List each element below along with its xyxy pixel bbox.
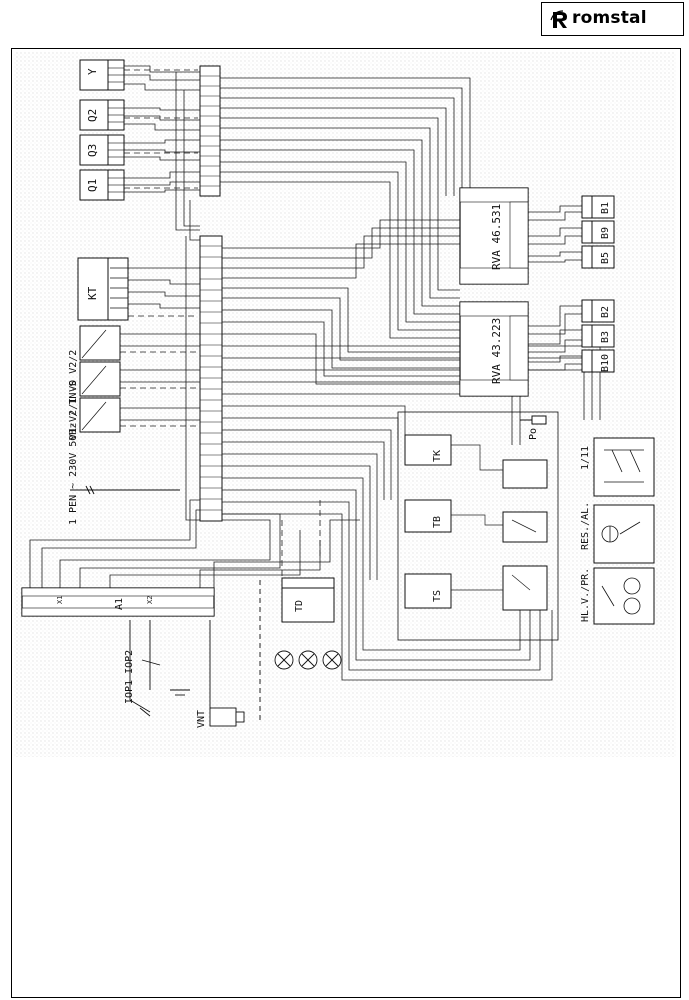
label-rva43223: RVA 43.223: [490, 318, 503, 384]
label-tk: TK: [432, 450, 443, 462]
romstal-logo-icon: [550, 10, 567, 28]
label-x2: X2: [146, 596, 154, 604]
terminal-strip-upper: [199, 65, 221, 197]
drawing-frame: [11, 48, 681, 998]
label-switch-res-al: RES./AL.: [580, 502, 591, 550]
label-a1: A1: [114, 598, 125, 610]
label-rva46531: RVA 46.531: [490, 204, 503, 270]
label-x1: X1: [56, 596, 64, 604]
rva-43223-controller: RVA 43.223: [459, 301, 529, 397]
label-ts: TS: [432, 590, 443, 602]
label-tb: TB: [432, 516, 443, 528]
label-b9: B9: [600, 227, 611, 239]
a1-main-board: [21, 587, 215, 617]
thermostat-panel: [397, 411, 559, 641]
label-b10: B10: [600, 354, 611, 372]
brand-logo: romstal: [541, 2, 684, 36]
label-kt: KT: [86, 286, 99, 300]
indicator-lamps: [274, 650, 342, 670]
label-switch-1-11: 1/11: [580, 446, 591, 470]
label-q1: Q1: [86, 179, 99, 192]
label-vnt: VNT: [196, 710, 207, 728]
brand-name: romstal: [572, 8, 647, 28]
label-q3: Q3: [86, 144, 99, 157]
label-supply: 1 PEN ~ 230V 50Hz / TN-S: [68, 381, 79, 526]
label-iop: IOP1 IOP2: [124, 650, 135, 704]
label-td: TD: [294, 600, 305, 612]
label-b1: B1: [600, 202, 611, 214]
td-block: [281, 577, 335, 623]
label-b5: B5: [600, 252, 611, 264]
sensor-blocks: [581, 195, 615, 373]
label-y: Y: [86, 68, 99, 75]
label-q2: Q2: [86, 109, 99, 122]
label-po: Po: [528, 428, 539, 440]
label-b3: B3: [600, 331, 611, 343]
label-valves: V1-V2/1 V0 V2/2: [68, 350, 79, 440]
rva-46531-controller: RVA 46.531: [459, 187, 529, 285]
label-switch-hl-v-pr: HL.V./PR.: [580, 568, 591, 622]
label-b2: B2: [600, 306, 611, 318]
kt-valve-blocks: [77, 257, 129, 433]
terminal-strip-lower: [199, 235, 223, 522]
control-switches: [593, 437, 655, 625]
